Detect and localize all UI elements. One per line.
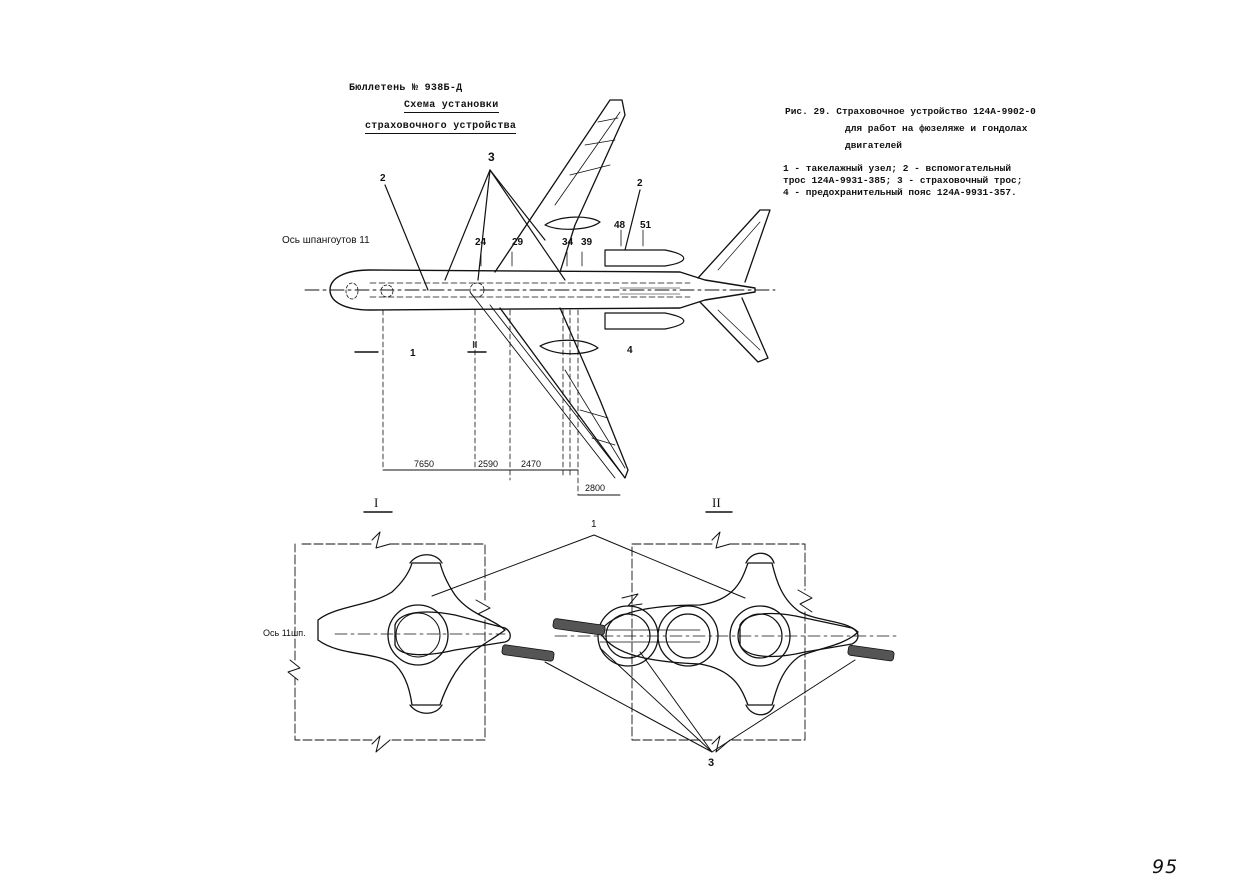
callout-2-right: 2	[637, 178, 643, 189]
legend-line2: трос 124А-9931-385; 3 - страховочный тро…	[783, 175, 1023, 186]
view-I-mark: II	[472, 340, 478, 351]
dim-2590: 2590	[478, 459, 499, 469]
detail-view-1	[287, 531, 555, 753]
frame-48-label: 48	[614, 220, 626, 231]
scheme-title-line1: Схема установки	[404, 100, 499, 113]
figure-caption-line2: для работ на фюзеляже и гондолах	[845, 123, 1028, 134]
dim-7650: 7650	[414, 459, 435, 469]
callout-4: 4	[627, 345, 633, 356]
bulletin-number: Бюллетень № 938Б-Д	[349, 83, 463, 94]
figure-caption-line3: двигателей	[845, 140, 903, 151]
scheme-title-line2: страховочного устройства	[365, 121, 517, 134]
callout-lines	[431, 534, 856, 753]
aircraft-plan-view	[304, 99, 776, 513]
frame-34-label: 34	[562, 237, 574, 248]
view-II-label: II	[712, 495, 721, 510]
figure-caption-line1: Рис. 29. Страховочное устройство 124А-99…	[785, 106, 1036, 117]
frame-29-label: 29	[512, 237, 524, 248]
frame-24-label: 24	[475, 237, 487, 248]
detail-view-2	[552, 531, 901, 753]
frame-axis-label-detail: Ось 11шп.	[263, 628, 306, 638]
callout-3-bottom: 3	[708, 757, 715, 769]
legend-line1: 1 - такелажный узел; 2 - вспомогательный	[783, 163, 1012, 174]
dim-2800: 2800	[585, 483, 606, 493]
callout-2-left: 2	[380, 173, 386, 184]
frame-axis-label: Ось шпангоутов 11	[282, 235, 370, 246]
callout-1-detail: 1	[591, 519, 597, 530]
callout-3-top: 3	[488, 150, 495, 164]
page-number: 95	[1152, 856, 1179, 878]
callout-1-plan: 1	[410, 348, 416, 359]
legend-line3: 4 - предохранительный пояс 124А-9931-357…	[783, 187, 1017, 198]
dim-2470: 2470	[521, 459, 542, 469]
frame-39-label: 39	[581, 237, 593, 248]
view-I-label: I	[374, 495, 379, 510]
frame-51-label: 51	[640, 220, 652, 231]
